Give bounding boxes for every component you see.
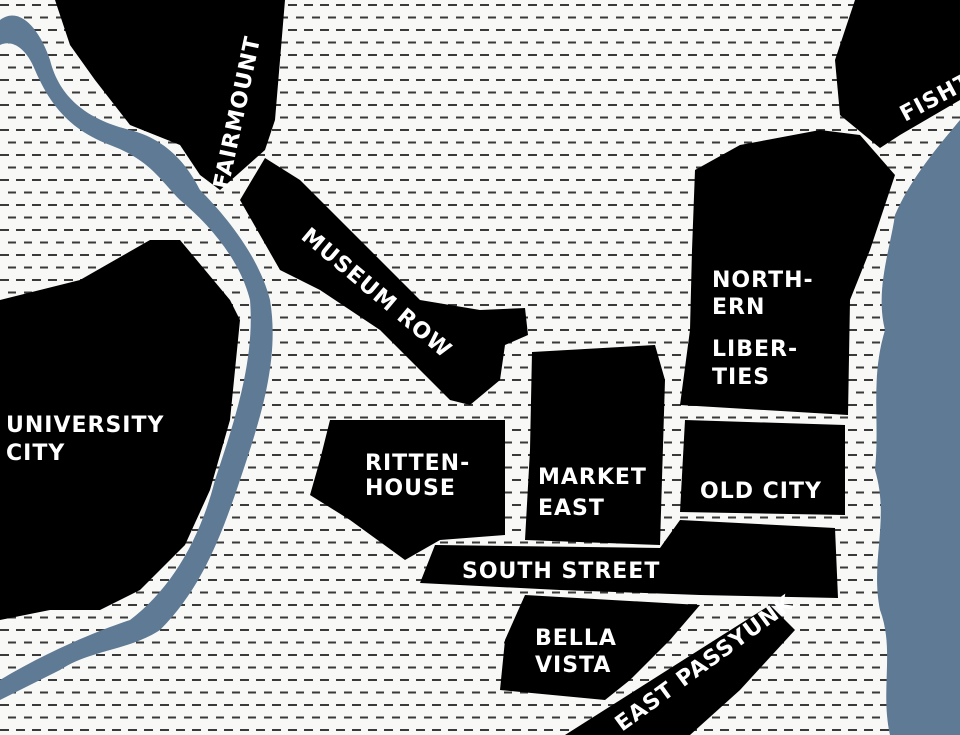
label-northern-liberties-1: NORTH-: [712, 268, 814, 293]
neighborhood-university-city[interactable]: [0, 240, 240, 620]
label-market-east-1: MARKET: [538, 465, 647, 490]
neighborhood-rittenhouse[interactable]: [310, 420, 505, 560]
neighborhood-museum-row[interactable]: [240, 158, 528, 405]
label-northern-liberties-4: TIES: [712, 365, 770, 390]
schuylkill-river: [0, 15, 273, 700]
label-northern-liberties-3: LIBER-: [712, 337, 798, 362]
neighborhood-northern-liberties[interactable]: [680, 130, 895, 415]
neighborhood-fairmount[interactable]: [55, 0, 285, 190]
neighborhood-east-passyunk[interactable]: [565, 605, 795, 735]
label-market-east-2: EAST: [538, 496, 605, 521]
label-south-street: SOUTH STREET: [462, 559, 660, 584]
label-rittenhouse-2: HOUSE: [365, 476, 456, 501]
neighborhood-south-street[interactable]: [420, 520, 838, 598]
label-old-city: OLD CITY: [700, 479, 822, 504]
neighborhood-market-east[interactable]: [525, 345, 665, 545]
label-bella-vista-2: VISTA: [535, 653, 611, 678]
label-university-city-2: CITY: [6, 441, 65, 466]
neighborhood-bella-vista[interactable]: [500, 595, 700, 700]
label-northern-liberties-2: ERN: [712, 295, 765, 320]
label-rittenhouse-1: RITTEN-: [365, 451, 470, 476]
delaware-river: [875, 120, 960, 735]
neighborhood-old-city[interactable]: [680, 420, 845, 515]
neighborhood-fishtown[interactable]: [835, 0, 960, 148]
label-bella-vista-1: BELLA: [535, 626, 617, 651]
label-university-city-1: UNIVERSITY: [6, 413, 164, 438]
